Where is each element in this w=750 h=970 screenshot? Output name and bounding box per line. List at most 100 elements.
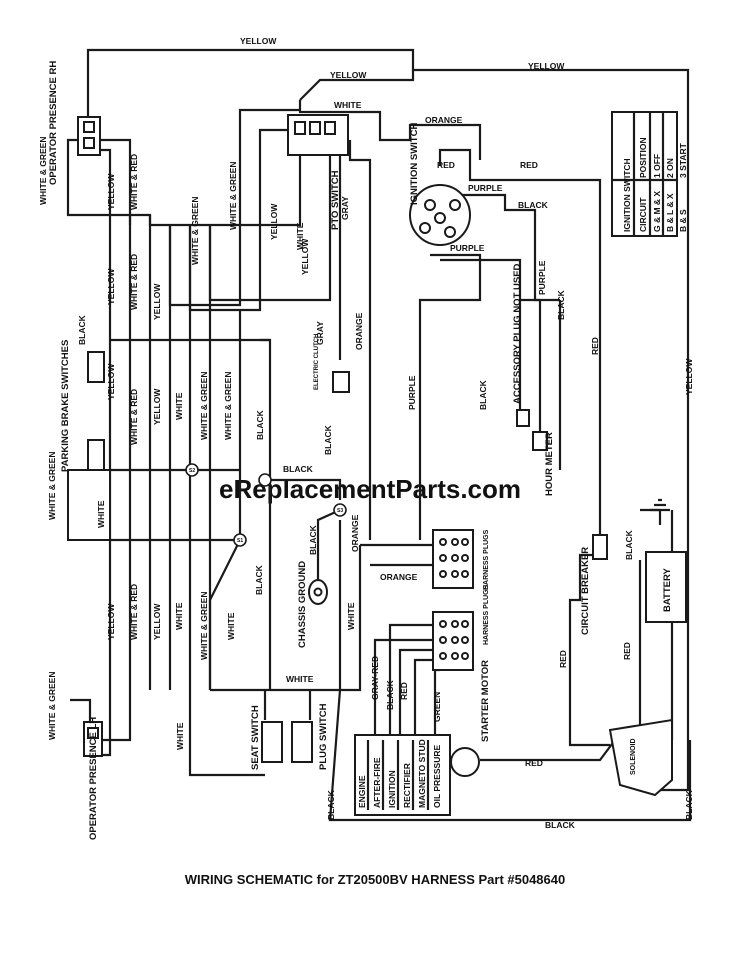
wire-label: YELLOW: [300, 238, 310, 275]
wires: [66, 48, 692, 822]
wire-label: BLACK: [77, 314, 87, 345]
wire-label: WHITE & GREEN: [228, 162, 238, 230]
wire-label: RED: [437, 160, 455, 170]
wire-label: WHITE & RED: [129, 254, 139, 310]
wire-label: WHITE: [226, 612, 236, 640]
wire-label: WHITE & GREEN: [38, 137, 48, 205]
wire-label: BLACK: [326, 789, 336, 820]
ignition-table-row1-circ: G & M & X: [652, 191, 662, 232]
ignition-table-title: IGNITION SWITCH: [622, 158, 632, 232]
engine-terminal-rectifier: RECTIFIER: [402, 763, 412, 808]
wire-label: WHITE: [174, 602, 184, 630]
wire-label: WHITE: [346, 602, 356, 630]
wire-labels: YELLOW YELLOW YELLOW WHITE ORANGE RED RE…: [38, 36, 694, 830]
wire-label: RED: [622, 642, 632, 660]
wire-label: BLACK: [478, 379, 488, 410]
wire-label: YELLOW: [106, 363, 116, 400]
pto-switch: PTO SWITCH: [287, 114, 349, 230]
engine-terminal-block: ENGINE AFTER-FIRE IGNITION RECTIFIER MAG…: [354, 734, 451, 816]
wire-label: PURPLE: [450, 243, 485, 253]
wire-label: WHITE & RED: [129, 154, 139, 210]
ignition-table: IGNITION SWITCH POSITION CIRCUIT 1 OFF G…: [611, 111, 688, 237]
plug-switch: PLUG SWITCH: [291, 703, 329, 770]
wire-label: PURPLE: [407, 375, 417, 410]
wire-label: ORANGE: [425, 115, 463, 125]
ground-symbol: [650, 498, 670, 525]
wire-label: BLACK: [518, 200, 549, 210]
wire-label: BLACK: [255, 409, 265, 440]
wire-label: YELLOW: [269, 203, 279, 240]
battery-label: BATTERY: [662, 568, 673, 612]
wire-label: WHITE & GREEN: [47, 452, 57, 520]
wire-label: BLACK: [254, 564, 264, 595]
parking-brake-switches: PARKING BRAKE SWITCHES: [60, 340, 105, 472]
wire-label: YELLOW: [106, 603, 116, 640]
engine-terminal-afterfire: AFTER-FIRE: [372, 757, 382, 808]
ignition-table-row1-pos: 1 OFF: [652, 154, 662, 178]
engine-terminal-engine: ENGINE: [357, 775, 367, 808]
battery: BATTERY: [645, 551, 687, 623]
operator-presence-rh: OPERATOR PRESENCE RH: [48, 61, 101, 185]
wire-label: BLACK: [283, 464, 314, 474]
pto-switch-label: PTO SWITCH: [330, 170, 341, 230]
harness-plugs-2-label: HARNESS PLUGS: [483, 584, 490, 645]
wire-label: ORANGE: [350, 514, 360, 552]
seat-switch-label: SEAT SWITCH: [250, 705, 261, 770]
hour-meter-label: HOUR METER: [544, 432, 555, 496]
wire-label: WHITE: [96, 500, 106, 528]
wire-label: WHITE & RED: [129, 389, 139, 445]
diagram-caption: WIRING SCHEMATIC for ZT20500BV HARNESS P…: [184, 872, 566, 887]
splice-s1-label: S1: [237, 538, 243, 544]
harness-plugs-2: HARNESS PLUGS: [432, 584, 490, 671]
circuit-breaker-label: CIRCUIT BREAKER: [580, 547, 591, 635]
wire-label: YELLOW: [106, 173, 116, 210]
ignition-switch-label: IGNITION SWITCH: [409, 123, 420, 205]
circuit-breaker: CIRCUIT BREAKER: [580, 534, 608, 635]
wire-label: GREEN: [432, 692, 442, 722]
accessory-plug: ACCESSORY PLUG NOT USED: [512, 263, 530, 427]
wire-label: GRAY: [315, 321, 325, 345]
wire-label: WHITE & GREEN: [47, 672, 57, 740]
ignition-table-row2-pos: 2 ON: [665, 158, 675, 178]
wire-label: WHITE: [286, 674, 314, 684]
operator-presence-rh-label: OPERATOR PRESENCE RH: [48, 61, 59, 185]
operator-presence-lh-label: OPERATOR PRESENCE LH: [88, 717, 99, 840]
operator-presence-lh: OPERATOR PRESENCE LH: [83, 717, 103, 840]
splice-nodes: S2 S1 S3: [185, 463, 347, 547]
wire-label: RED: [590, 337, 600, 355]
hour-meter: HOUR METER: [532, 431, 555, 496]
engine-terminal-magneto: MAGNETO STUD: [417, 739, 427, 808]
chassis-ground: CHASSIS GROUND: [297, 561, 328, 648]
electric-clutch: ELECTRIC CLUTCH: [314, 334, 350, 393]
solenoid-label: SOLENOID: [630, 738, 637, 775]
wire-label: BLACK: [624, 529, 634, 560]
starter-motor: STARTER MOTOR: [450, 660, 491, 777]
wire-label: WHITE & GREEN: [190, 197, 200, 265]
wire-label: RED: [558, 650, 568, 668]
wire-label: WHITE & GREEN: [199, 372, 209, 440]
ignition-table-header-circuit: CIRCUIT: [638, 197, 648, 232]
wire-label: WHITE & GREEN: [223, 372, 233, 440]
wire-label: BLACK: [308, 524, 318, 555]
wire-label: YELLOW: [240, 36, 277, 46]
solenoid: SOLENOID: [608, 718, 673, 797]
splice-s2-label: S2: [189, 468, 195, 474]
splice-s3: [333, 503, 347, 517]
wire-label: RED: [525, 758, 543, 768]
wire-label: WHITE: [175, 722, 185, 750]
parking-brake-label: PARKING BRAKE SWITCHES: [60, 340, 71, 472]
wire-label: YELLOW: [152, 388, 162, 425]
wire-label: WHITE: [174, 392, 184, 420]
wire-label: YELLOW: [152, 283, 162, 320]
starter-motor-label: STARTER MOTOR: [480, 660, 491, 742]
plug-switch-label: PLUG SWITCH: [318, 703, 329, 770]
wire-label: GRAY-RED: [370, 656, 380, 700]
wire-label: BLACK: [556, 289, 566, 320]
wire-label: WHITE: [295, 222, 305, 250]
wire-label: PURPLE: [468, 183, 503, 193]
ignition-table-header-position: POSITION: [638, 137, 648, 178]
ignition-table-row3-circ: B & S: [678, 209, 688, 232]
wire-label: YELLOW: [684, 358, 694, 395]
chassis-ground-label: CHASSIS GROUND: [297, 561, 308, 648]
lh-harness-box: [67, 469, 111, 541]
